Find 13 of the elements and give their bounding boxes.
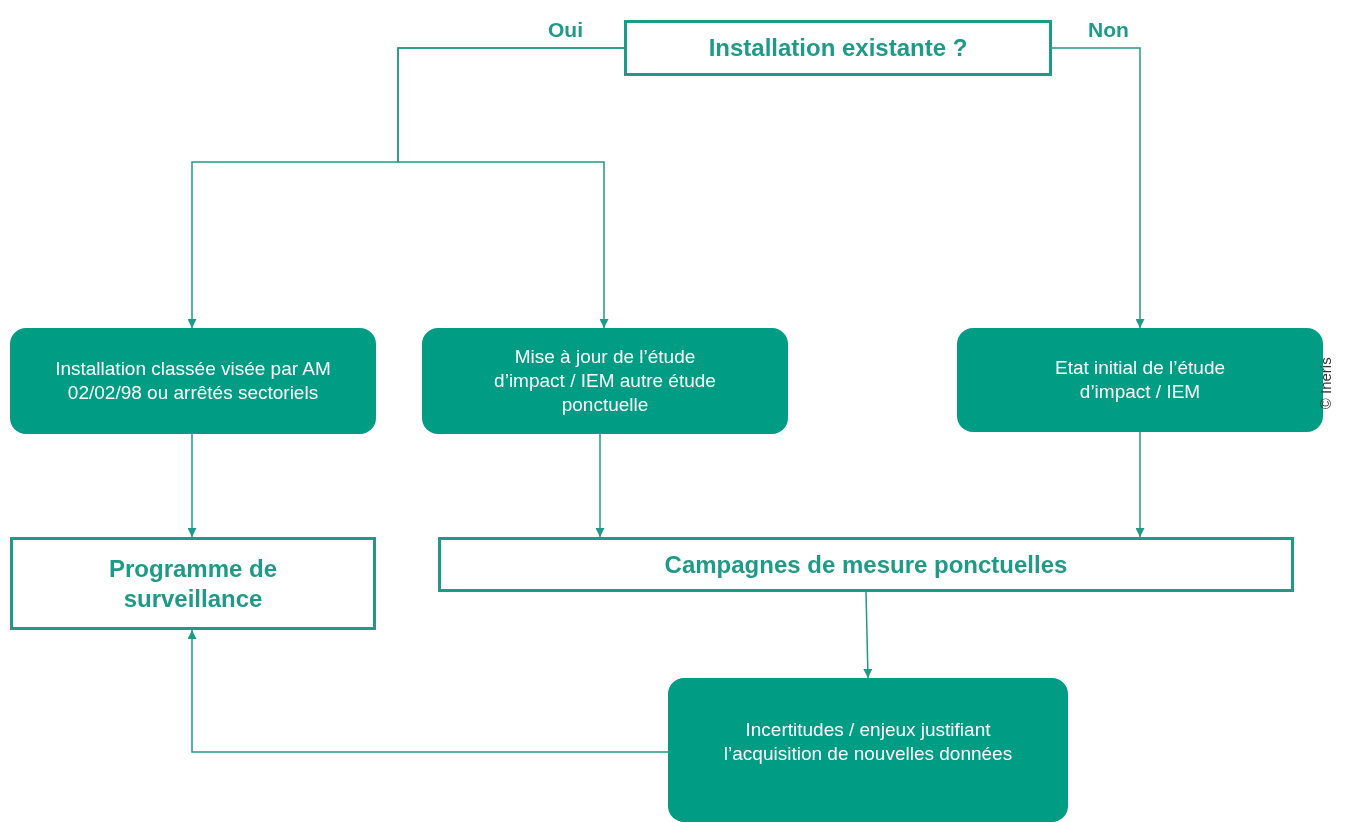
outlined-box: Programme de surveillance [10,537,376,630]
process-box: Installation classée visée par AM 02/02/98 ou arrêtés sectoriels [10,328,376,434]
arrow [1135,431,1145,538]
process-box: Mise à jour de l’étude d’impact / IEM autre étude ponctuelle [422,328,788,434]
outlined-box: Installation existante ? [624,20,1052,76]
arrow [187,433,197,538]
arrow [1051,47,1145,329]
arrow [595,433,605,538]
process-box: Incertitudes / enjeux justifiant l’acquisition de nouvelles données [668,678,1068,822]
arrow [397,47,625,329]
outlined-box: Campagnes de mesure ponctuelles [438,537,1294,592]
arrow [863,591,873,679]
arrow [187,629,669,753]
